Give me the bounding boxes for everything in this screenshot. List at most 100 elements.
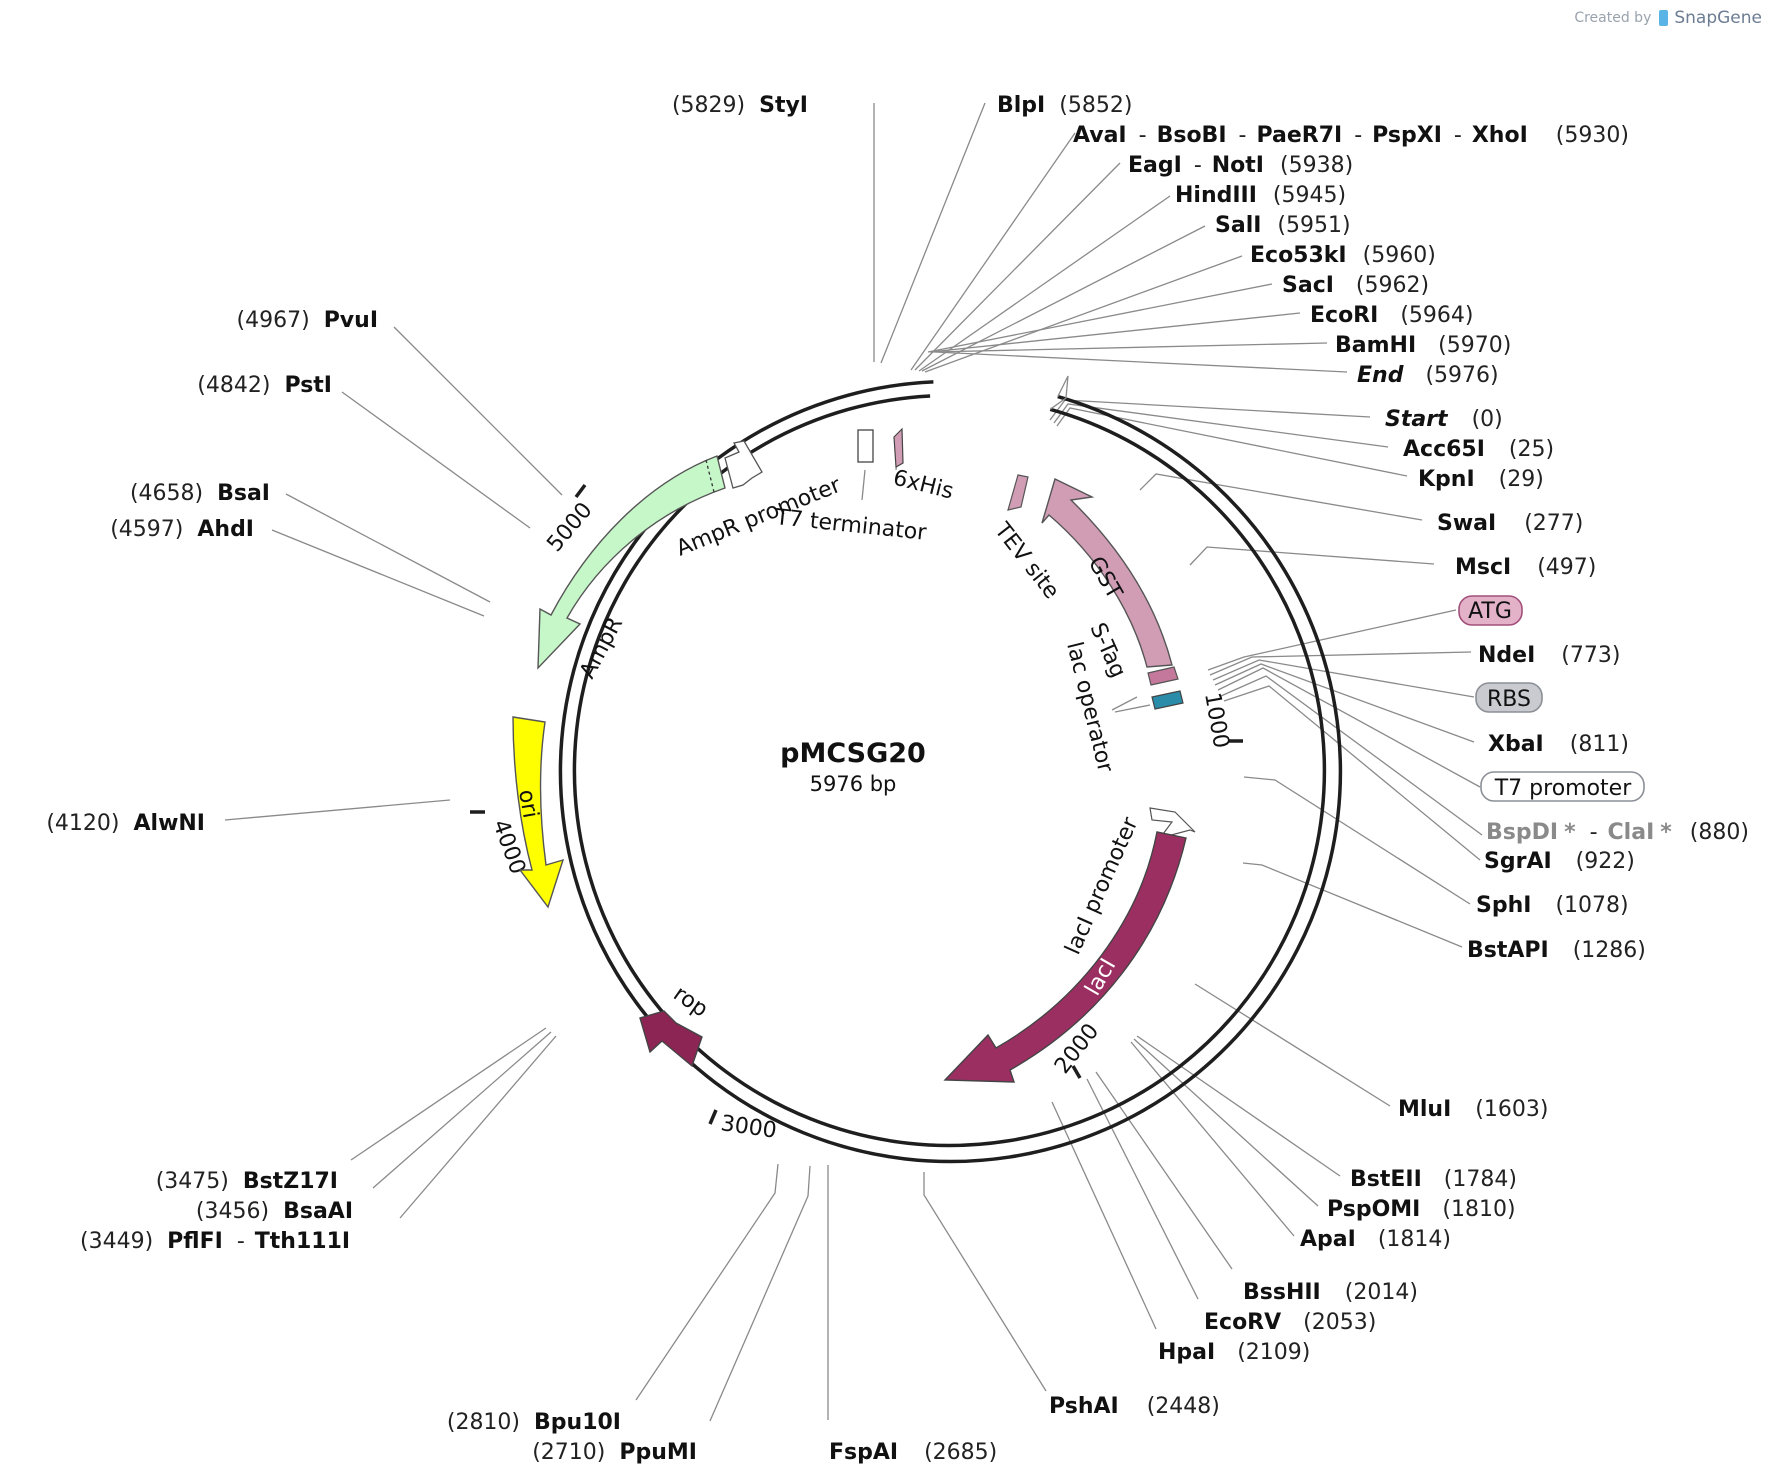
site-bamhi[interactable]: BamHI(5970): [1335, 333, 1511, 358]
backbone-outer: [558, 380, 1343, 1164]
leader-bsai: [285, 493, 491, 603]
site-xbai[interactable]: XbaI(811): [1488, 732, 1629, 757]
site-alwni[interactable]: (4120)AlwNI: [46, 811, 205, 836]
feature-laci-promoter[interactable]: [1149, 807, 1196, 840]
label-ori: ori: [513, 788, 543, 821]
label-tev-site: TEV site: [989, 518, 1064, 604]
leader-pflfi: [399, 1035, 557, 1219]
site-bstapi[interactable]: BstAPI(1286): [1467, 938, 1646, 963]
leader-atg: [1207, 609, 1457, 671]
leader-sphi: [1243, 776, 1471, 905]
feature-rop[interactable]: [639, 1010, 703, 1068]
leader-stag: [1111, 696, 1138, 711]
site-eco53ki[interactable]: Eco53kI(5960): [1250, 243, 1436, 268]
site-mlui[interactable]: MluI(1603): [1398, 1097, 1548, 1122]
site-bsaai[interactable]: (3456)BsaAI: [196, 1199, 353, 1224]
snapgene-logo-icon: [1659, 10, 1669, 26]
site-end[interactable]: End(5976): [1357, 363, 1499, 388]
site-pshai[interactable]: PshAI(2448): [1049, 1394, 1220, 1419]
feature-tev-site[interactable]: [1007, 474, 1029, 511]
site-bsshii[interactable]: BssHII(2014): [1243, 1280, 1418, 1305]
feature-ori[interactable]: [512, 716, 565, 909]
feature-laci[interactable]: [943, 831, 1187, 1083]
site-pvui[interactable]: (4967)PvuI: [237, 308, 378, 333]
leader-blpi: [880, 102, 986, 364]
leader-kpni: [1056, 407, 1408, 477]
label-ampr: AmpR: [575, 613, 628, 683]
site-ppumi[interactable]: (2710)PpuMI: [532, 1440, 697, 1465]
leader-swai: [1139, 473, 1423, 521]
feature-ampr-promoter[interactable]: [724, 440, 763, 489]
leader-pspomi: [1133, 1038, 1319, 1207]
site-sgrai[interactable]: SgrAI(922): [1484, 849, 1635, 874]
site-hindiii[interactable]: HindIII(5945): [1175, 183, 1346, 208]
rbs-box: [1475, 682, 1543, 713]
site-ahdi[interactable]: (4597)AhdI: [110, 517, 254, 542]
leader-sali: [921, 225, 1206, 372]
leader-msci: [1189, 546, 1435, 566]
leader-mlui: [1194, 983, 1391, 1107]
leader-end: [934, 351, 1348, 373]
site-apai[interactable]: ApaI(1814): [1300, 1227, 1451, 1252]
leader-ecorv: [1086, 1078, 1199, 1300]
site-bsai[interactable]: (4658)BsaI: [130, 481, 270, 506]
boxed-labels: ATG RBS T7 promoter: [1458, 595, 1645, 802]
leader-psti: [341, 391, 531, 529]
backbone: [558, 375, 1343, 1164]
site-styi[interactable]: (5829)StyI: [672, 93, 808, 118]
site-sali[interactable]: SalI(5951): [1215, 213, 1351, 238]
leader-bsshii: [1095, 1071, 1233, 1270]
leader-bstz17i: [350, 1027, 547, 1161]
site-bpu10i[interactable]: (2810)Bpu10I: [447, 1410, 621, 1435]
site-avai[interactable]: AvaI-BsoBI-PaeR7I-PspXI-XhoI(5930): [1073, 123, 1629, 148]
leader-ppumi: [709, 1165, 811, 1422]
site-start[interactable]: Start(0): [1385, 407, 1503, 432]
leader-ahdi: [271, 529, 485, 617]
site-labels: (5829)StyI BlpI(5852) AvaI-BsoBI-PaeR7I-…: [46, 93, 1749, 1465]
label-rop: rop: [669, 981, 713, 1022]
feature-t7-terminator[interactable]: [857, 429, 874, 463]
leader-alwni: [224, 799, 451, 821]
leader-bsteii: [1136, 1035, 1341, 1177]
site-fspai[interactable]: FspAI(2685): [829, 1440, 997, 1465]
site-eagi[interactable]: EagI-NotI(5938): [1128, 153, 1353, 178]
site-ndei[interactable]: NdeI(773): [1478, 643, 1620, 668]
site-bspdi[interactable]: BspDI*-ClaI*(880): [1486, 820, 1749, 845]
feature-6xhis[interactable]: [893, 427, 904, 468]
feature-ampr[interactable]: [537, 455, 726, 670]
site-ecorv[interactable]: EcoRV(2053): [1204, 1310, 1376, 1335]
plasmid-name: pMCSG20: [780, 738, 926, 769]
atg-box: [1458, 595, 1523, 626]
leader-apai: [1130, 1041, 1295, 1237]
site-sphi[interactable]: SphI(1078): [1476, 893, 1629, 918]
site-pflfi[interactable]: (3449)PflFI-Tth111I: [80, 1229, 350, 1254]
site-acc65i[interactable]: Acc65I(25): [1403, 437, 1554, 462]
site-hpai[interactable]: HpaI(2109): [1158, 1340, 1310, 1365]
site-swai[interactable]: SwaI(277): [1437, 511, 1583, 536]
feature-lac-operator[interactable]: [1151, 690, 1184, 710]
site-msci[interactable]: MscI(497): [1455, 555, 1596, 580]
site-bsteii[interactable]: BstEII(1784): [1350, 1167, 1517, 1192]
site-bstz17i[interactable]: (3475)BstZ17I: [156, 1169, 338, 1194]
label-6xhis: 6xHis: [891, 466, 956, 505]
leader-bamhi: [932, 342, 1328, 353]
site-psti[interactable]: (4842)PstI: [197, 373, 332, 398]
site-blpi[interactable]: BlpI(5852): [997, 93, 1132, 118]
leader-t7-terminator: [861, 469, 866, 501]
leader-hind: [918, 195, 1171, 372]
leader-eagi: [914, 162, 1121, 371]
site-ecori[interactable]: EcoRI(5964): [1310, 303, 1473, 328]
tick-3000: [708, 1109, 718, 1125]
site-saci[interactable]: SacI(5962): [1282, 273, 1429, 298]
leader-t7: [1217, 667, 1481, 788]
site-pspomi[interactable]: PspOMI(1810): [1327, 1197, 1516, 1222]
leader-lines: [224, 102, 1483, 1422]
leader-hpai: [1051, 1101, 1157, 1330]
feature-stag[interactable]: [1147, 666, 1179, 686]
credit: Created by SnapGene: [1574, 8, 1762, 28]
feature-gst[interactable]: [1041, 478, 1173, 668]
leader-pshai: [923, 1172, 1047, 1392]
backbone-inner: [572, 394, 1327, 1148]
site-kpni[interactable]: KpnI(29): [1418, 467, 1544, 492]
